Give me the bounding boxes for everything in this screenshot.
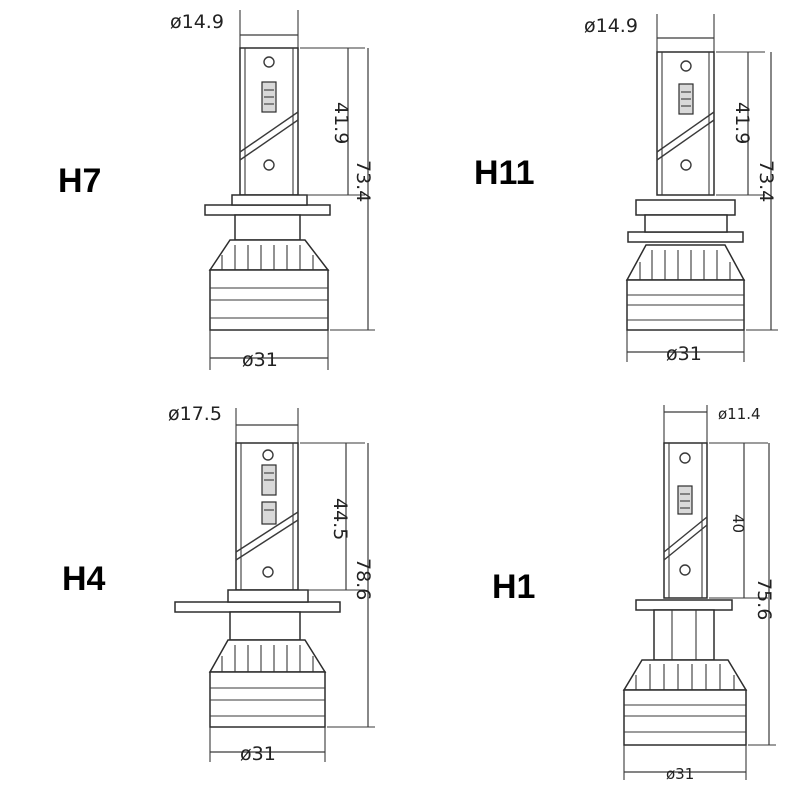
h7-flange [204,194,331,241]
bulb-h4: H4 ø17.5 [62,403,375,765]
h4-chip-height-label: 44.5 [329,498,351,540]
h11-top-diameter-dimension: ø14.9 [584,14,715,52]
h1-total-height-label: 75.6 [753,578,775,620]
h11-chip-height-dimension: 41.9 [716,51,765,196]
h11-base-diameter-dimension: ø31 [626,330,745,365]
h7-top-diameter-label: ø14.9 [170,11,224,33]
h11-flange [627,199,744,243]
h4-top-diameter-dimension: ø17.5 [168,403,299,445]
h7-base-diameter-dimension: ø31 [209,330,329,371]
h1-top-diameter-dimension: ø11.4 [663,405,761,445]
h4-total-height-dimension: 78.6 [327,443,375,728]
h4-flange [174,589,341,641]
h4-top-diameter-label: ø17.5 [168,403,222,425]
h1-base-diameter-label: ø31 [666,765,694,783]
model-label-h7: H7 [58,162,101,200]
bulb-h7: H7 ø14.9 [58,10,375,371]
h4-base-diameter-dimension: ø31 [209,727,326,765]
h11-total-height-dimension: 73.4 [746,52,778,331]
model-label-h4: H4 [62,560,106,598]
h4-base-diameter-label: ø31 [240,743,276,765]
h4-heat-sink [208,639,327,728]
h11-base-diameter-label: ø31 [666,343,702,365]
h1-flange [635,599,733,661]
h1-base-diameter-dimension: ø31 [623,745,747,783]
h11-led-chip-housing [656,51,715,196]
h4-chip-height-dimension: 44.5 [300,442,365,591]
h11-heat-sink [625,244,746,331]
bulb-h11: H11 ø14.9 [474,14,778,365]
h7-top-diameter-dimension: ø14.9 [170,10,299,50]
h11-total-height-label: 73.4 [755,160,777,202]
h1-heat-sink [622,659,748,746]
h1-chip-height-label: 40 [729,514,747,533]
h7-total-height-dimension: 73.4 [330,48,375,331]
h4-total-height-label: 78.6 [352,558,374,600]
h7-heat-sink [208,239,330,331]
h1-top-diameter-label: ø11.4 [718,405,761,423]
h7-base-diameter-label: ø31 [242,349,278,371]
bulb-h1: H1 ø11.4 [492,405,776,783]
h1-led-chip-housing [663,442,708,599]
h7-led-chip-housing [239,47,299,196]
h4-led-chip-housing [235,442,299,591]
h11-top-diameter-label: ø14.9 [584,15,638,37]
model-label-h11: H11 [474,154,535,192]
h7-chip-height-label: 41.9 [330,102,352,144]
h1-chip-height-dimension: 40 [709,442,768,599]
h7-total-height-label: 73.4 [352,160,374,202]
h11-chip-height-label: 41.9 [731,102,753,144]
h1-total-height-dimension: 75.6 [748,443,776,746]
h7-chip-height-dimension: 41.9 [300,47,365,196]
model-label-h1: H1 [492,568,535,606]
